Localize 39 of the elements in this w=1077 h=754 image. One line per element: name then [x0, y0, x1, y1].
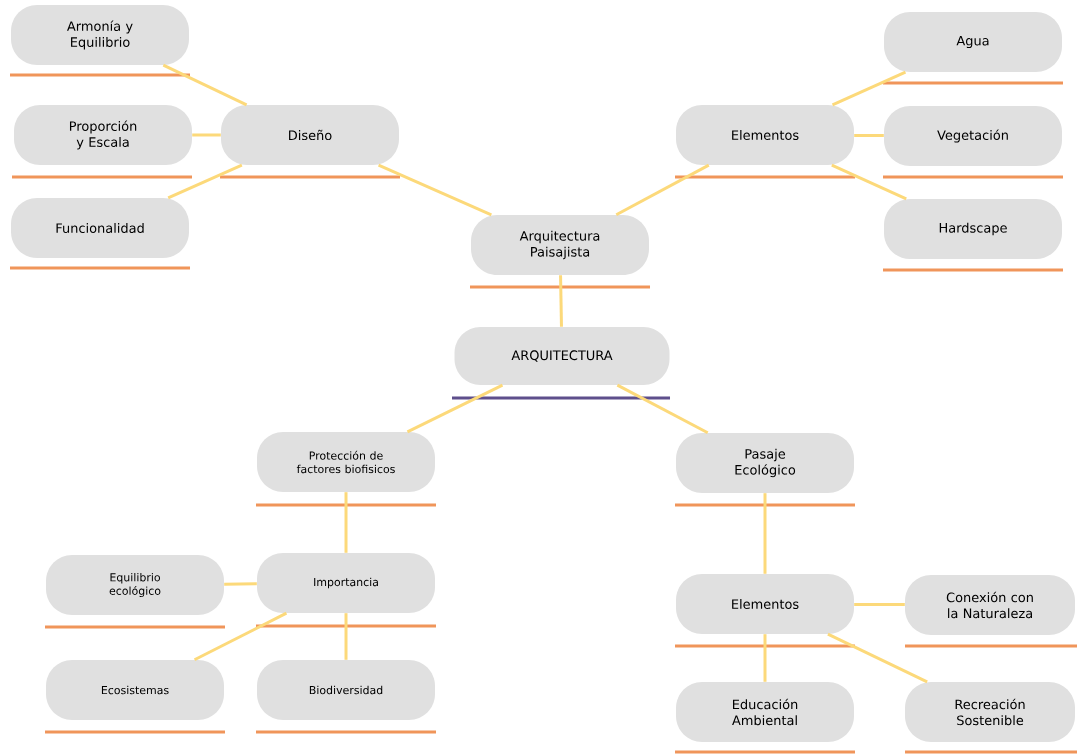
topic-pill: ARQUITECTURA [454, 327, 670, 385]
connector-line [192, 133, 221, 137]
connector-line [854, 602, 905, 607]
connector-line [854, 133, 884, 138]
topic-pill: Hardscape [884, 199, 1062, 259]
connector-line [763, 634, 767, 682]
topic-pill: Recreación Sostenible [905, 682, 1075, 742]
topic-pill: Elementos [676, 105, 854, 165]
topic-pill: Ecosistemas [46, 660, 224, 720]
topic-pill: Armonía y Equilibrio [11, 5, 189, 65]
topic-pill: Equilibrio ecológico [46, 555, 224, 615]
connector-line [615, 163, 710, 217]
connector-line [167, 163, 243, 200]
connector-line [344, 613, 348, 660]
connector-line [162, 63, 248, 107]
connector-line [193, 611, 288, 662]
topic-pill: Importancia [257, 553, 435, 613]
connector-line [827, 632, 928, 684]
connector-line [406, 383, 504, 434]
topic-pill: Funcionalidad [11, 198, 189, 258]
topic-pill: Proporción y Escala [14, 105, 192, 165]
connector-line [224, 582, 257, 586]
topic-pill: Educación Ambiental [676, 682, 854, 742]
connector-line [616, 383, 709, 435]
topic-pill: Arquitectura Paisajista [471, 215, 649, 275]
connector-line [763, 493, 767, 574]
connector-line [344, 492, 348, 553]
topic-pill: Pasaje Ecológico [676, 433, 854, 493]
topic-pill: Elementos [676, 574, 854, 634]
connector-line [559, 275, 563, 327]
topic-pill: Vegetación [884, 106, 1062, 166]
connector-line [377, 163, 492, 217]
topic-pill: Conexión con la Naturaleza [905, 575, 1075, 635]
connector-line [831, 163, 907, 201]
topic-pill: Biodiversidad [257, 660, 435, 720]
connector-line [831, 70, 907, 107]
topic-pill: Protección de factores biofisicos [257, 432, 435, 492]
topic-pill: Agua [884, 12, 1062, 72]
topic-pill: Diseño [221, 105, 399, 165]
